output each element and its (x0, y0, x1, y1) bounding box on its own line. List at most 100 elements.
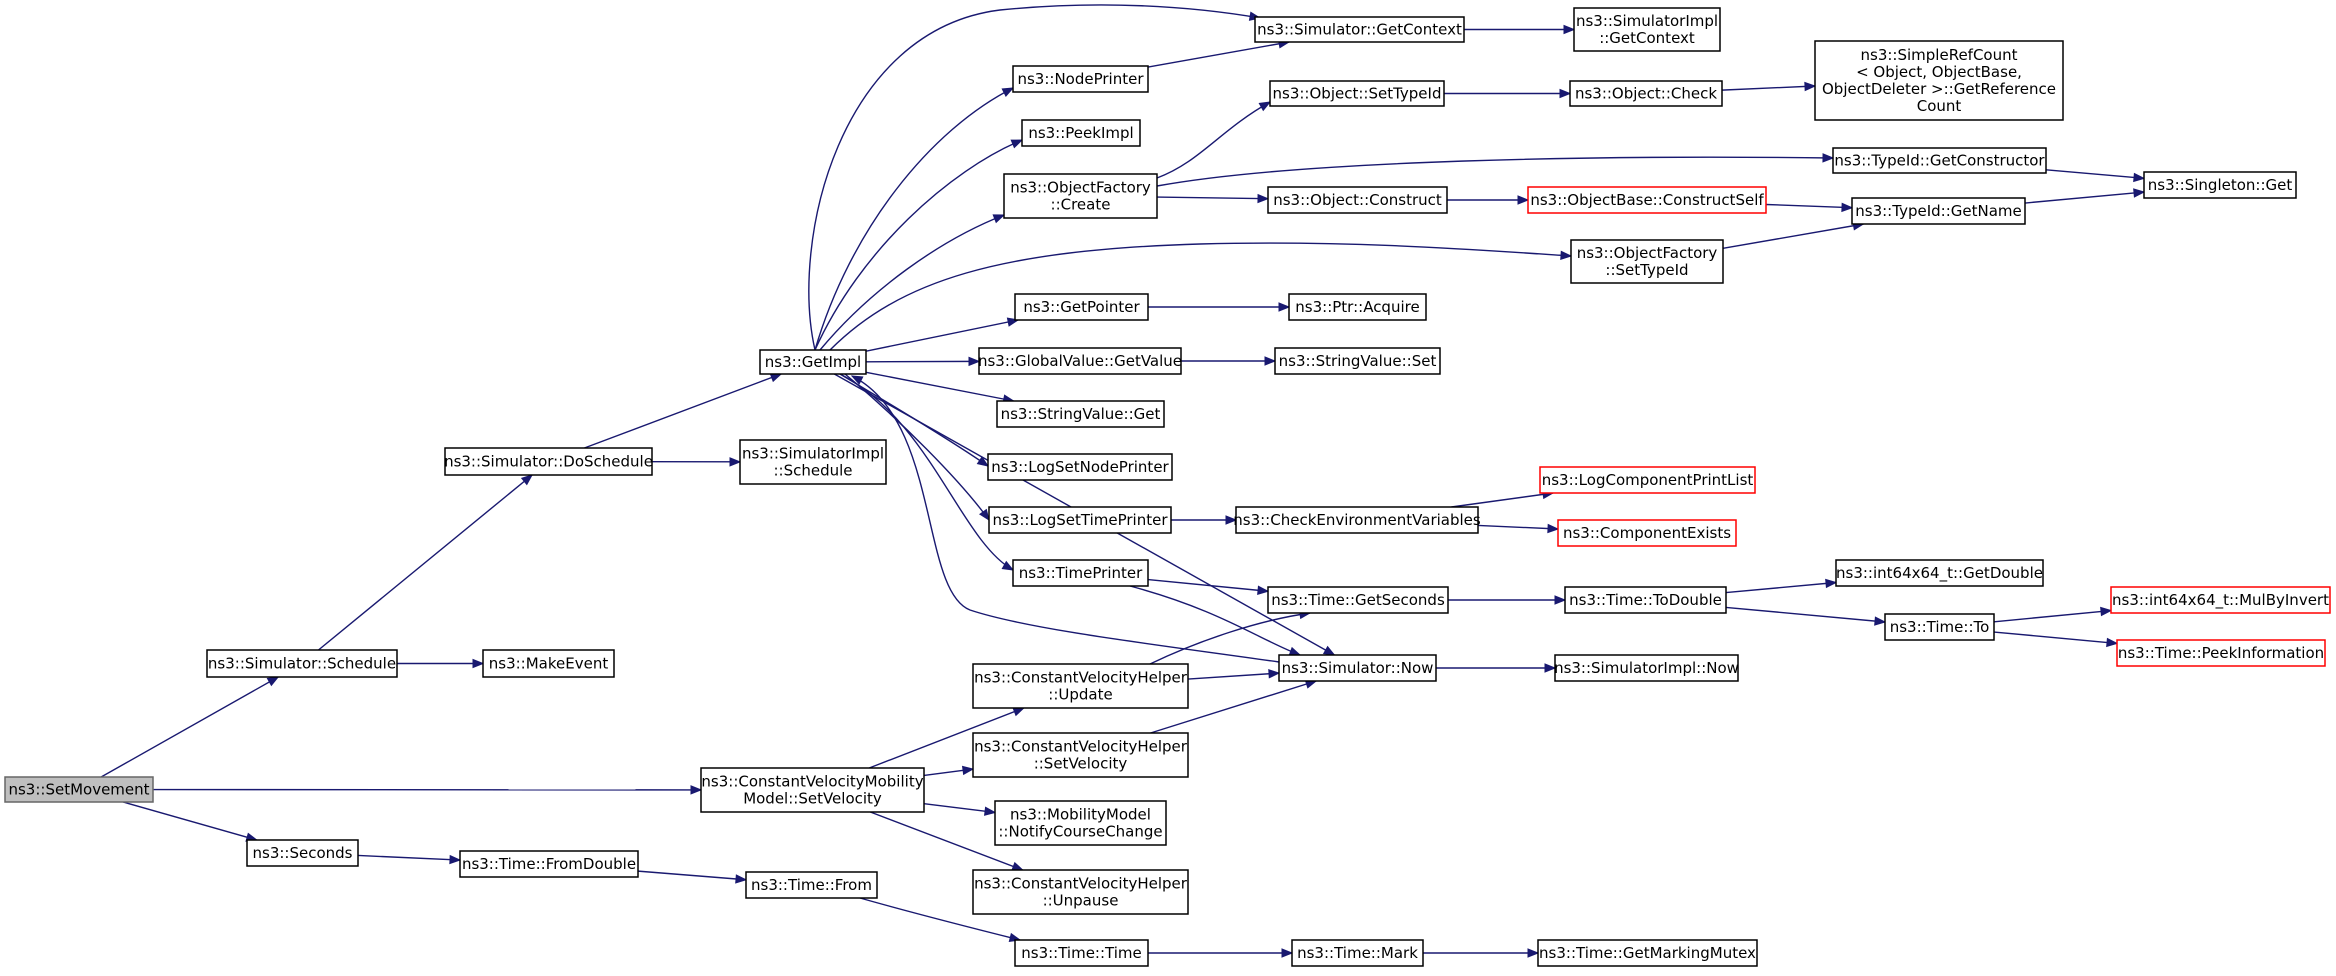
graph-node-cvhsetvel[interactable]: ns3::ConstantVelocityHelper::SetVelocity (972, 732, 1189, 778)
arrowhead-icon (1804, 81, 1817, 92)
node-box (1288, 293, 1427, 321)
graph-node-logsetnodeprinter[interactable]: ns3::LogSetNodePrinter (987, 453, 1173, 481)
node-box (246, 839, 359, 867)
graph-node-makeevent[interactable]: ns3::MakeEvent (482, 649, 615, 678)
call-edge-getimpl-to-ofsettypeid (829, 242, 1572, 351)
call-edge-root-to-sched (100, 676, 279, 778)
node-box (1564, 586, 1727, 614)
call-edge-timefrom-to-timetime (859, 897, 1021, 941)
node-box (972, 869, 1189, 915)
graph-node-simimplsched[interactable]: ns3::SimulatorImpl::Schedule (739, 439, 887, 485)
node-box (459, 850, 639, 878)
graph-node-gvgetvalue[interactable]: ns3::GlobalValue::GetValue (978, 347, 1182, 375)
arrowhead-icon (520, 474, 534, 486)
graph-node-timefrom[interactable]: ns3::Time::From (745, 871, 878, 899)
graph-node-timetime[interactable]: ns3::Time::Time (1014, 939, 1149, 967)
graph-node-peekinfo[interactable]: ns3::Time::PeekInformation (2116, 639, 2326, 667)
node-label: ns3::TypeId::GetConstructor (1834, 151, 2045, 169)
graph-node-root[interactable]: ns3::SetMovement (4, 776, 154, 803)
node-box (988, 506, 1172, 534)
node-label: ::Schedule (773, 461, 852, 479)
graph-node-setsettypeid[interactable]: ns3::Object::SetTypeId (1269, 80, 1445, 107)
arrowhead-icon (2100, 606, 2113, 617)
node-label: ns3::GetPointer (1023, 298, 1140, 316)
graph-node-cvhunpause[interactable]: ns3::ConstantVelocityHelper::Unpause (972, 869, 1189, 915)
graph-node-objcheck[interactable]: ns3::Object::Check (1569, 80, 1723, 107)
graph-node-getimpl[interactable]: ns3::GetImpl (759, 349, 867, 375)
graph-node-ofsettypeid[interactable]: ns3::ObjectFactory::SetTypeId (1570, 239, 1724, 284)
node-label: ns3::CheckEnvironmentVariables (1233, 511, 1481, 529)
graph-node-nodeprinter[interactable]: ns3::NodePrinter (1012, 65, 1149, 93)
graph-node-seconds[interactable]: ns3::Seconds (246, 839, 359, 867)
call-edge-typeidgetname-to-singletonget (2024, 191, 2145, 204)
node-label: ns3::Simulator::GetContext (1257, 20, 1462, 38)
graph-node-getpointer[interactable]: ns3::GetPointer (1014, 293, 1149, 321)
node-box (994, 800, 1167, 846)
graph-node-sched[interactable]: ns3::Simulator::Schedule (206, 649, 398, 678)
graph-node-cvhupdate[interactable]: ns3::ConstantVelocityHelper::Update (972, 663, 1189, 709)
node-box (1278, 654, 1437, 682)
graph-node-typeidgetctor[interactable]: ns3::TypeId::GetConstructor (1832, 147, 2047, 174)
graph-node-checkenv[interactable]: ns3::CheckEnvironmentVariables (1233, 506, 1481, 534)
node-box (759, 349, 867, 375)
graph-node-cvmmsetvel[interactable]: ns3::ConstantVelocityMobilityModel::SetV… (700, 767, 925, 813)
graph-node-timefromdouble[interactable]: ns3::Time::FromDouble (459, 850, 639, 878)
node-label: ns3::Simulator::DoSchedule (444, 452, 653, 470)
arrowhead-icon (1559, 88, 1572, 99)
graph-node-getcontext[interactable]: ns3::Simulator::GetContext (1254, 16, 1465, 43)
graph-node-singletonget[interactable]: ns3::Singleton::Get (2143, 171, 2297, 199)
graph-node-timetodouble[interactable]: ns3::Time::ToDouble (1564, 586, 1727, 614)
graph-node-getmarkingmutex[interactable]: ns3::Time::GetMarkingMutex (1537, 939, 1758, 967)
node-label: ns3::Time::Time (1021, 944, 1142, 962)
node-box (1570, 239, 1724, 284)
arrowhead-icon (1001, 87, 1015, 97)
graph-node-dosched[interactable]: ns3::Simulator::DoSchedule (444, 447, 653, 476)
call-edge-timetodouble-to-timeto (1725, 606, 1886, 623)
node-box (1274, 347, 1441, 375)
call-edge-dosched-to-getimpl (584, 373, 782, 449)
graph-node-logcomplist[interactable]: ns3::LogComponentPrintList (1539, 466, 1756, 494)
graph-node-simimplgetcontext[interactable]: ns3::SimulatorImpl::GetContext (1573, 7, 1721, 52)
graph-node-i64getdouble[interactable]: ns3::int64x64_t::GetDouble (1835, 559, 2044, 587)
graph-node-simplerefcount[interactable]: ns3::SimpleRefCount< Object, ObjectBase,… (1814, 40, 2064, 121)
node-box (1014, 293, 1149, 321)
graph-node-compexists[interactable]: ns3::ComponentExists (1557, 519, 1737, 547)
call-edge-timetodouble-to-i64getdouble (1725, 581, 1837, 594)
graph-node-logsettimeprinter[interactable]: ns3::LogSetTimePrinter (988, 506, 1172, 534)
graph-node-simimplnow[interactable]: ns3::SimulatorImpl::Now (1554, 654, 1739, 682)
node-box (996, 400, 1165, 428)
graph-node-objconstruct[interactable]: ns3::Object::Construct (1267, 186, 1448, 214)
node-label: ns3::ConstantVelocityMobility (701, 772, 923, 790)
graph-node-constructself[interactable]: ns3::ObjectBase::ConstructSelf (1527, 186, 1767, 214)
graph-node-simnow[interactable]: ns3::Simulator::Now (1278, 654, 1437, 682)
graph-node-ofcreate[interactable]: ns3::ObjectFactory::Create (1003, 173, 1158, 219)
call-edge-ofcreate-to-typeidgetctor (1156, 156, 1834, 187)
call-edge-ofcreate-to-objconstruct (1156, 196, 1269, 200)
graph-node-strvalset[interactable]: ns3::StringValue::Set (1274, 347, 1441, 375)
graph-node-peekimpl[interactable]: ns3::PeekImpl (1021, 119, 1141, 147)
node-box (1569, 80, 1723, 107)
node-box (4, 776, 154, 803)
call-edge-ofcreate-to-setsettypeid (1156, 101, 1271, 179)
graph-node-mmnotify[interactable]: ns3::MobilityModel::NotifyCourseChange (994, 800, 1167, 846)
call-edge-objcheck-to-simplerefcount (1721, 85, 1816, 91)
graph-node-strvalget[interactable]: ns3::StringValue::Get (996, 400, 1165, 428)
arrowhead-icon (1547, 523, 1560, 534)
graph-node-ptracquire[interactable]: ns3::Ptr::Acquire (1288, 293, 1427, 321)
node-box (206, 649, 398, 678)
graph-node-timemark[interactable]: ns3::Time::Mark (1291, 939, 1424, 967)
call-edge-typeidgetctor-to-singletonget (2045, 169, 2145, 180)
node-label: ns3::Object::Check (1575, 84, 1717, 102)
node-label: ns3::ConstantVelocityHelper (974, 737, 1188, 755)
node-box (1537, 939, 1758, 967)
graph-node-timegetseconds[interactable]: ns3::Time::GetSeconds (1267, 586, 1449, 614)
call-edge-sched-to-dosched (318, 474, 533, 651)
graph-node-timeto[interactable]: ns3::Time::To (1884, 613, 1995, 641)
call-edge-getimpl-to-ofcreate (819, 214, 1005, 351)
graph-node-timeprinter[interactable]: ns3::TimePrinter (1012, 559, 1149, 587)
arrowhead-icon (961, 765, 975, 776)
graph-node-typeidgetname[interactable]: ns3::TypeId::GetName (1851, 197, 2026, 225)
node-box (972, 732, 1189, 778)
graph-node-mulbyinvert[interactable]: ns3::int64x64_t::MulByInvert (2110, 586, 2331, 614)
node-label: ns3::ConstantVelocityHelper (974, 874, 1188, 892)
